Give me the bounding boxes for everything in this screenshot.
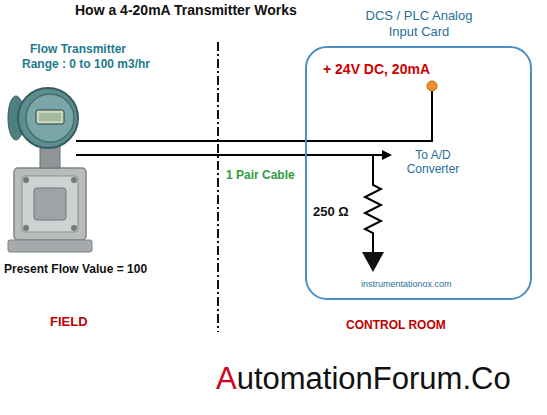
divider-line	[217, 42, 219, 332]
text-holder: AutomationForum.Co	[216, 360, 511, 397]
transmitter-illustration	[8, 88, 92, 252]
text-holder: CONTROL ROOM	[346, 318, 446, 332]
resistor-value: 250 Ω	[313, 204, 349, 220]
device-name: Flow Transmitter	[30, 42, 126, 56]
arrow-head	[382, 150, 392, 160]
text-holder: To A/D Converter	[395, 148, 471, 177]
supply-wire	[76, 90, 432, 141]
cable-label: 1 Pair Cable	[226, 168, 295, 182]
text-holder: Flow Transmitter	[30, 42, 126, 56]
resistor-symbol	[365, 155, 381, 252]
signal-wire	[76, 154, 384, 156]
text-holder: Range : 0 to 100 m3/hr	[22, 57, 150, 71]
flow-value: Present Flow Value = 100	[4, 262, 147, 276]
brand-watermark: AutomationForum.Co	[216, 360, 511, 397]
converter-label: To A/D Converter	[395, 148, 471, 177]
text-holder: How a 4-20mA Transmitter Works	[75, 2, 297, 19]
range-note: Range : 0 to 100 m3/hr	[22, 57, 150, 71]
zone-label: CONTROL ROOM	[346, 318, 446, 332]
supply-terminal	[427, 81, 437, 91]
zone-label: FIELD	[50, 314, 88, 330]
text-holder: instrumentationox.com	[361, 279, 452, 290]
diagram-title: How a 4-20mA Transmitter Works	[75, 2, 297, 19]
text-holder: DCS / PLC Analog Input Card	[362, 8, 476, 39]
text-holder: 1 Pair Cable	[226, 168, 295, 182]
watermark-url: instrumentationox.com	[361, 279, 452, 290]
text-holder: 250 Ω	[313, 204, 349, 220]
text-holder: FIELD	[50, 314, 88, 330]
text-holder: + 24V DC, 20mA	[323, 61, 430, 78]
analog-input-card: DCS / PLC Analog Input Card+ 24V DC, 20m…	[305, 46, 532, 300]
supply-label: + 24V DC, 20mA	[323, 61, 430, 78]
ground-arrow	[362, 252, 384, 272]
card-heading: DCS / PLC Analog Input Card	[362, 8, 476, 39]
text-holder: Present Flow Value = 100	[4, 262, 147, 276]
